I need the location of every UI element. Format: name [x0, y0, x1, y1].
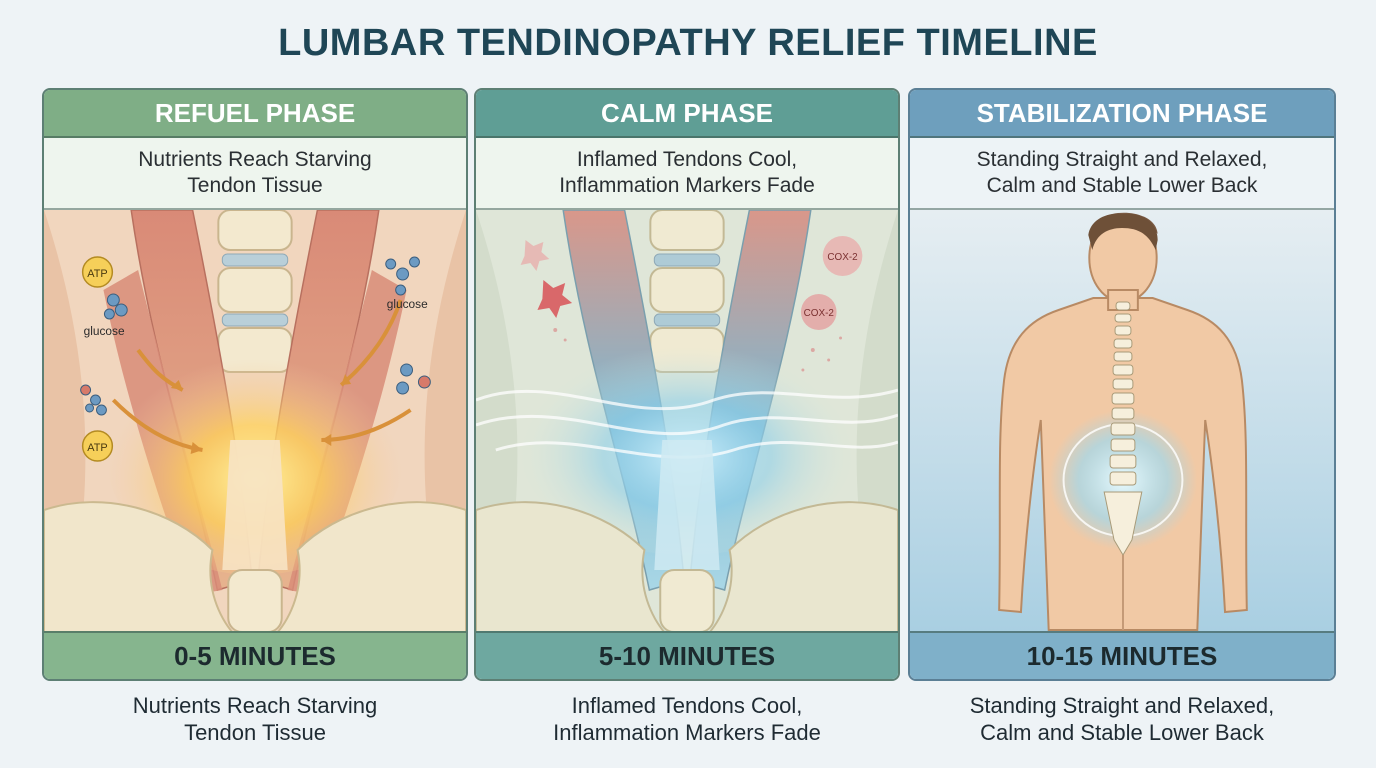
- molecule-cluster-left: [80, 384, 107, 416]
- calm-anatomy-svg: COX-2 COX-2: [476, 210, 898, 632]
- stabilization-caption: Standing Straight and Relaxed, Calm and …: [908, 692, 1336, 746]
- spine: [1103, 301, 1143, 556]
- refuel-caption-line1: Nutrients Reach Starving: [132, 693, 378, 718]
- page-title: LUMBAR TENDINOPATHY RELIEF TIMELINE: [278, 22, 1098, 64]
- calm-phase-panel: CALM PHASE Inflamed Tendons Cool, Inflamm…: [474, 88, 900, 681]
- refuel-subtitle-line1: Nutrients Reach Starving: [138, 148, 372, 171]
- cox-label-top: COX-2: [827, 252, 858, 263]
- stabilization-caption-line1: Standing Straight and Relaxed,: [969, 693, 1275, 718]
- refuel-phase-header: REFUEL PHASE: [44, 90, 466, 138]
- calm-phase-header: CALM PHASE: [476, 90, 898, 138]
- calm-caption-line1: Inflamed Tendons Cool,: [571, 693, 803, 718]
- stabilization-phase-subtitle: Standing Straight and Relaxed, Calm and S…: [910, 138, 1334, 210]
- glucose-molecule-right: [385, 256, 420, 296]
- refuel-caption-line2: Tendon Tissue: [184, 720, 326, 745]
- glucose-label-left: glucose: [84, 324, 125, 338]
- stabilization-subtitle-line2: Calm and Stable Lower Back: [986, 174, 1258, 197]
- standing-figure-svg: [910, 210, 1334, 632]
- molecule-cluster-right: [396, 363, 431, 395]
- stabilization-caption-line2: Calm and Stable Lower Back: [980, 720, 1264, 745]
- cox-label-bottom: COX-2: [804, 308, 835, 319]
- inflammation-marker: [537, 280, 573, 318]
- refuel-caption: Nutrients Reach Starving Tendon Tissue: [42, 692, 468, 746]
- stabilization-subtitle-line1: Standing Straight and Relaxed,: [976, 148, 1268, 171]
- atp-label-top: ATP: [87, 268, 107, 280]
- calm-caption-line2: Inflammation Markers Fade: [553, 720, 821, 745]
- stabilization-phase-panel: STABILIZATION PHASE Standing Straight an…: [908, 88, 1336, 681]
- cox-marker-top: [822, 236, 863, 276]
- stabilization-phase-header: STABILIZATION PHASE: [910, 90, 1334, 138]
- glucose-molecule-left: [103, 293, 128, 320]
- stabilization-duration: 10-15 MINUTES: [910, 631, 1334, 679]
- atp-badge-top: [81, 256, 114, 288]
- calm-illustration: COX-2 COX-2: [476, 210, 898, 632]
- refuel-anatomy-svg: ATP ATP glucose glucose: [44, 210, 466, 632]
- refuel-duration: 0-5 MINUTES: [44, 631, 466, 679]
- refuel-illustration: ATP ATP glucose glucose: [44, 210, 466, 632]
- stabilization-illustration: [910, 210, 1334, 632]
- atp-badge-bottom: [81, 430, 114, 462]
- calm-caption: Inflamed Tendons Cool, Inflammation Mark…: [474, 692, 900, 746]
- calm-subtitle-line2: Inflammation Markers Fade: [559, 174, 815, 197]
- refuel-subtitle-line2: Tendon Tissue: [187, 174, 323, 197]
- cooling-waves: [476, 388, 898, 459]
- atp-label-bottom: ATP: [87, 442, 107, 454]
- calm-duration: 5-10 MINUTES: [476, 631, 898, 679]
- calm-phase-subtitle: Inflamed Tendons Cool, Inflammation Marke…: [476, 138, 898, 210]
- calm-subtitle-line1: Inflamed Tendons Cool,: [576, 148, 798, 171]
- glucose-label-right: glucose: [387, 297, 428, 311]
- cox-marker-bottom: [800, 294, 837, 330]
- inflammation-marker: [520, 240, 550, 271]
